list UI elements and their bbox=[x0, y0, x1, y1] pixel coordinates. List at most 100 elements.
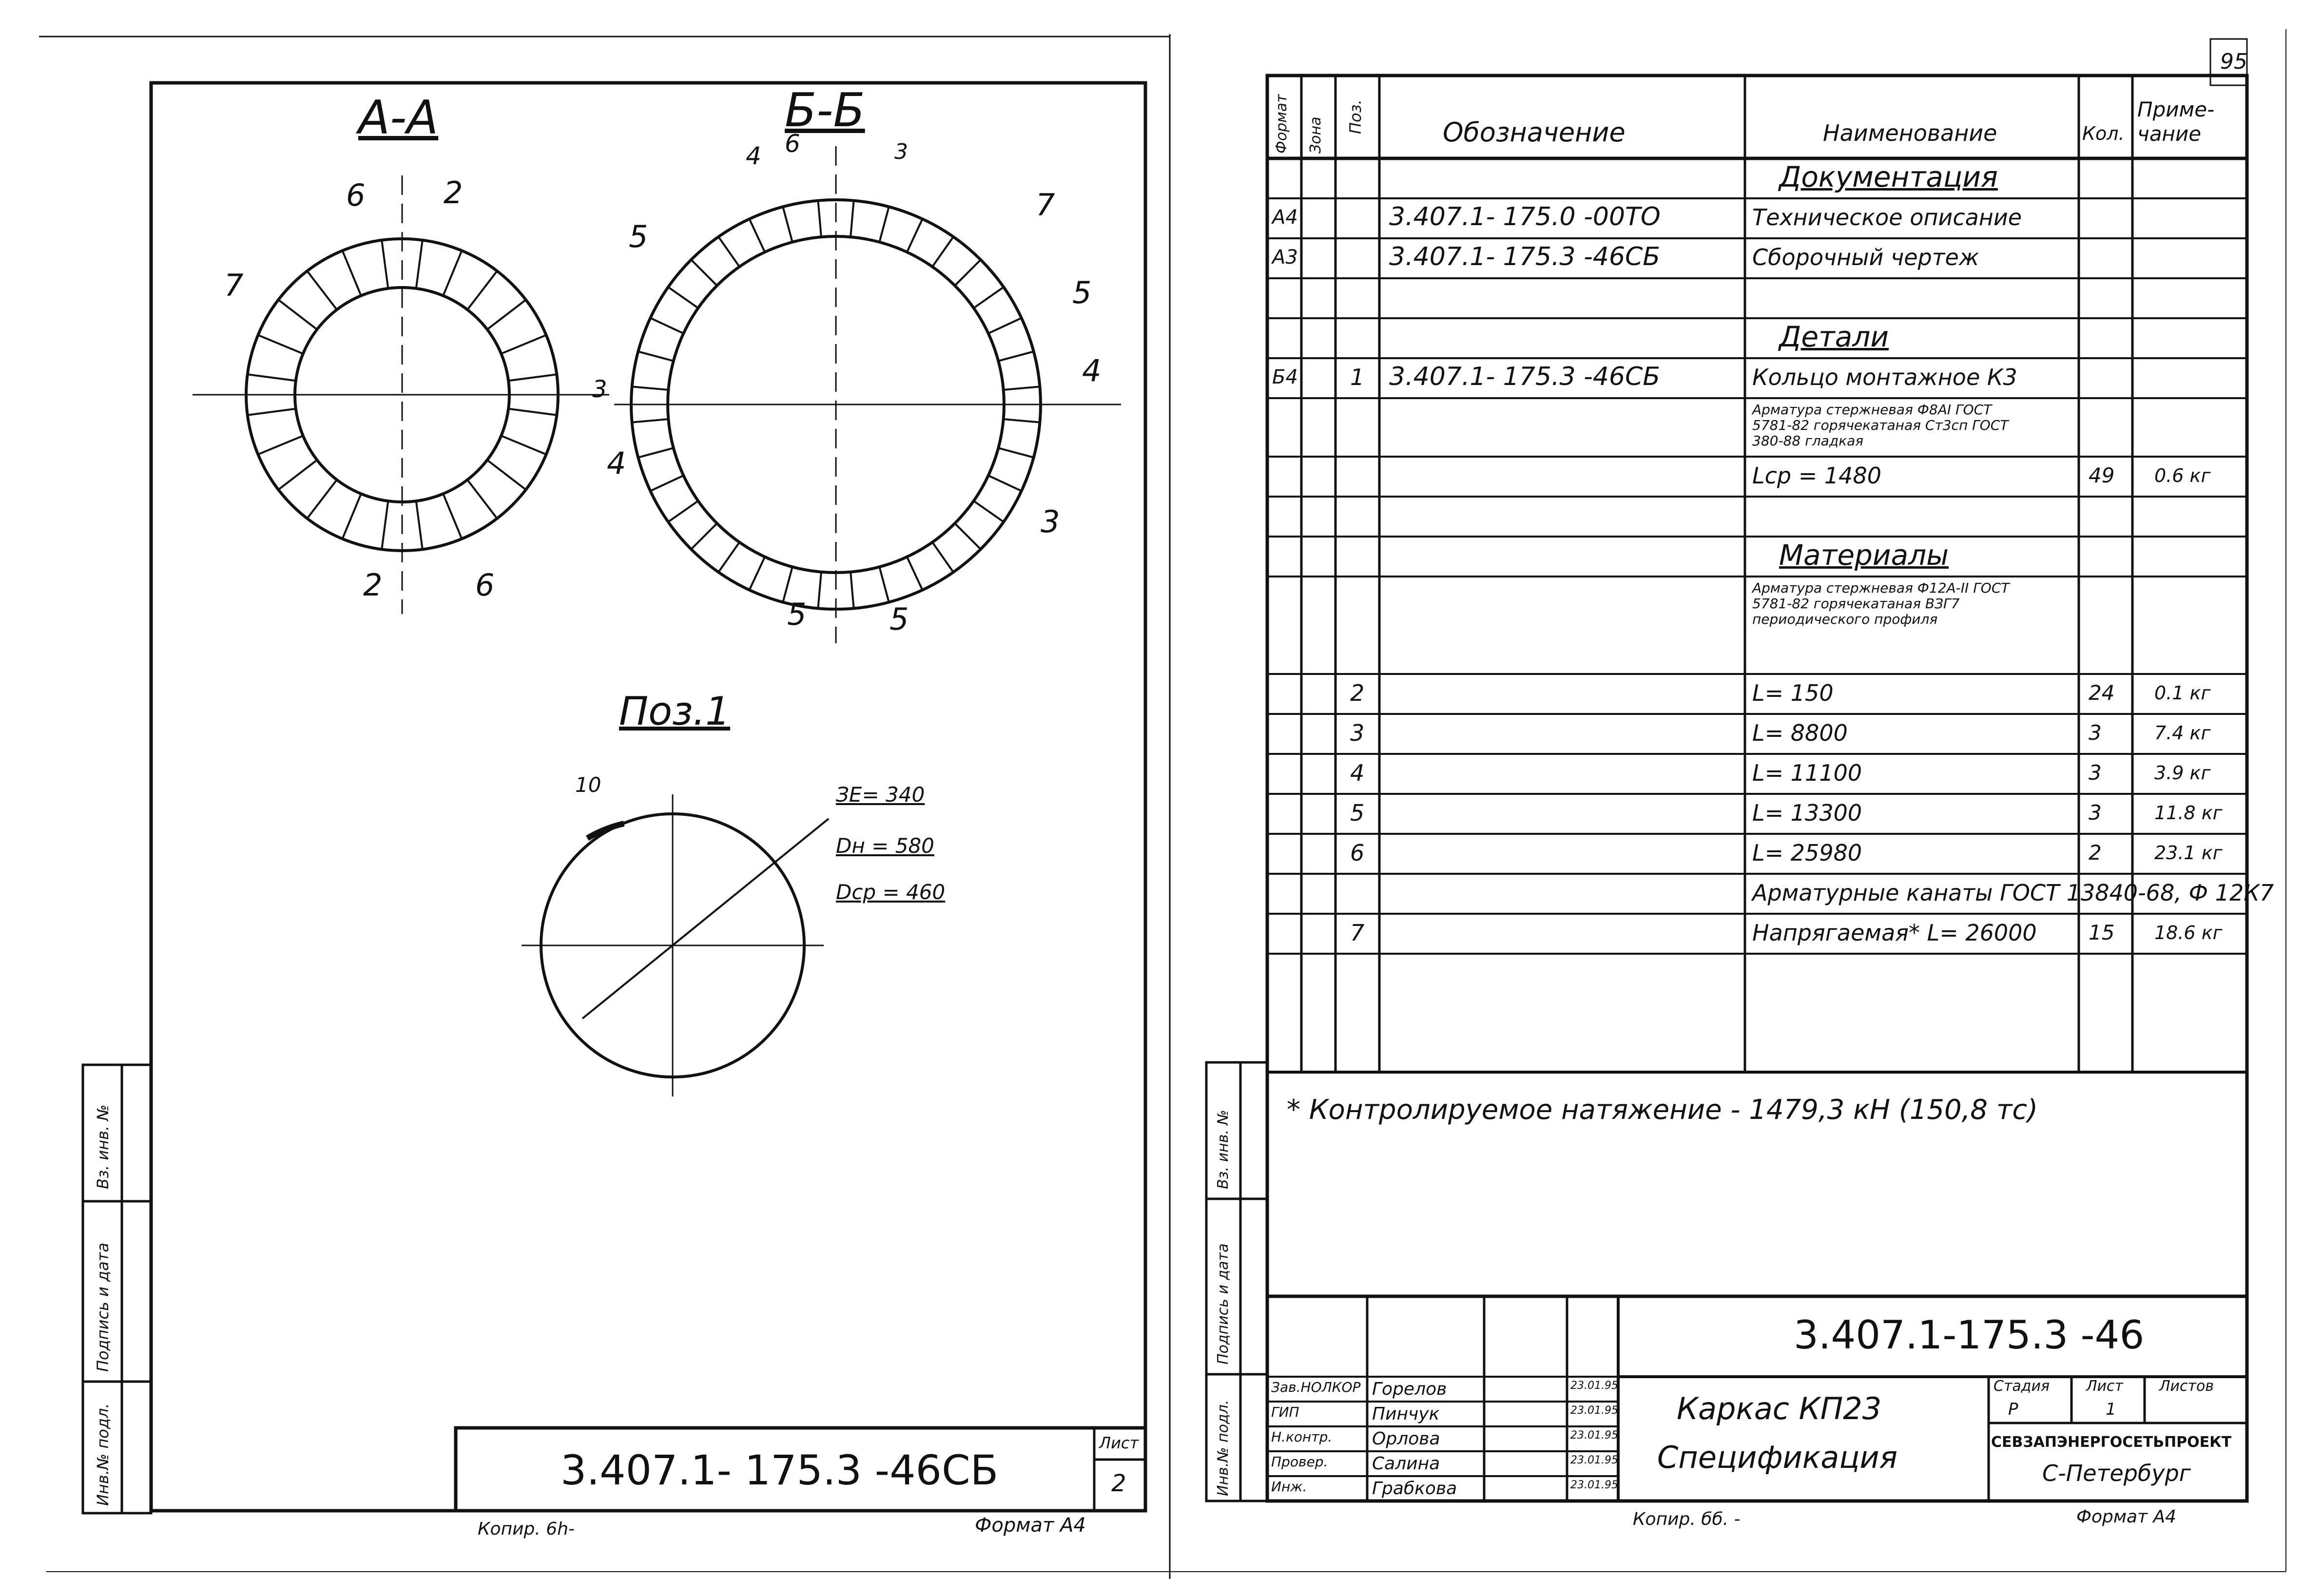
header-format: Формат bbox=[1273, 94, 1290, 154]
sign-date: 23.01.95 bbox=[1570, 1380, 1618, 1392]
sheet-label: Лист bbox=[2086, 1378, 2124, 1395]
cell-name: Сборочный чертеж bbox=[1752, 244, 1979, 270]
signer-name: Грабкова bbox=[1372, 1479, 1457, 1499]
left-format-note: Формат А4 bbox=[975, 1514, 1086, 1537]
ring-tick bbox=[717, 236, 740, 268]
ring-tick bbox=[817, 572, 822, 609]
ring-tick bbox=[690, 259, 718, 287]
cell-pos: 2 bbox=[1350, 679, 1365, 706]
ring-tick bbox=[257, 334, 304, 355]
right-side-vz: Вз. инв. № bbox=[1215, 1110, 1232, 1189]
cell-designation: 3.407.1- 175.0 -00ТО bbox=[1389, 202, 1661, 232]
ring-tick bbox=[277, 299, 318, 330]
cell-pos: 4 bbox=[1350, 759, 1365, 786]
cell-name: L= 150 bbox=[1752, 679, 1834, 706]
cell-qty: 3 bbox=[2089, 760, 2102, 785]
ring-tick bbox=[717, 541, 740, 573]
city-name: С-Петербург bbox=[2042, 1460, 2191, 1486]
ring-tick bbox=[650, 474, 684, 492]
aa-label-7: 7 bbox=[224, 268, 244, 303]
cell-name: Напрягаемая* L= 26000 bbox=[1752, 919, 2037, 946]
ring-tick bbox=[508, 407, 557, 416]
signer-name: Пинчук bbox=[1372, 1404, 1440, 1424]
header-pos: Поз. bbox=[1346, 99, 1365, 134]
aa-label-6-top: 6 bbox=[346, 177, 366, 213]
ring-tick bbox=[381, 500, 389, 550]
cell-name: Документация bbox=[1779, 160, 1998, 194]
ring-tick bbox=[650, 317, 684, 335]
cell-name: Арматура стержневая Ф12А-II ГОСТ 5781-82… bbox=[1752, 580, 2010, 628]
footnote: * Контролируемое натяжение - 1479,3 кН (… bbox=[1287, 1094, 2038, 1126]
left-side-vz: Вз. инв. № bbox=[94, 1104, 112, 1189]
ring-tick bbox=[486, 299, 527, 330]
ring-tick bbox=[632, 418, 669, 423]
cell-name: Материалы bbox=[1779, 538, 1949, 572]
product-sub: Спецификация bbox=[1657, 1440, 1898, 1475]
right-copied-note: Копир. бб. - bbox=[1633, 1509, 1741, 1529]
ring-tick bbox=[501, 435, 547, 456]
cell-note: 18.6 кг bbox=[2154, 922, 2223, 944]
cell-format: Б4 bbox=[1272, 366, 1298, 388]
bb-label-6-top: 6 bbox=[785, 130, 800, 158]
sign-date: 23.01.95 bbox=[1570, 1404, 1618, 1417]
ring-tick bbox=[748, 556, 766, 591]
section-bb-title: Б-Б bbox=[785, 84, 865, 137]
ring-tick bbox=[638, 350, 674, 362]
cell-note: 3.9 кг bbox=[2154, 762, 2211, 784]
signer-name: Салина bbox=[1372, 1454, 1440, 1474]
section-aa-title: А-А bbox=[358, 91, 439, 145]
bb-label-5-bottom-left: 5 bbox=[787, 596, 807, 632]
cell-format: А4 bbox=[1272, 206, 1298, 229]
cell-qty: 24 bbox=[2089, 680, 2115, 705]
ring-tick bbox=[850, 572, 855, 609]
ring-tick bbox=[306, 270, 338, 310]
ring-tick bbox=[632, 385, 669, 391]
cell-name: L= 11100 bbox=[1752, 759, 1862, 786]
left-list-number: 2 bbox=[1111, 1470, 1126, 1497]
sign-date: 23.01.95 bbox=[1570, 1479, 1618, 1491]
cell-name: Техническое описание bbox=[1752, 204, 2022, 231]
ring-tick bbox=[466, 270, 498, 310]
signer-name: Орлова bbox=[1372, 1429, 1440, 1449]
signer-role: ГИП bbox=[1271, 1404, 1299, 1420]
sheet-value: 1 bbox=[2106, 1400, 2116, 1419]
ring-tick bbox=[878, 566, 890, 603]
ring-tick bbox=[973, 500, 1005, 523]
bb-label-7: 7 bbox=[1036, 187, 1055, 223]
bb-label-3-right: 3 bbox=[1041, 504, 1060, 539]
cell-pos: 7 bbox=[1350, 919, 1365, 946]
cell-name: Детали bbox=[1779, 320, 1889, 354]
dim-10: 10 bbox=[575, 773, 601, 797]
header-zone: Зона bbox=[1307, 116, 1324, 154]
ring-tick bbox=[442, 493, 463, 539]
ring-tick bbox=[954, 259, 982, 287]
ring-tick bbox=[257, 435, 304, 456]
left-stamp-code: 3.407.1- 175.3 -46СБ bbox=[561, 1446, 999, 1494]
dim-ze: ЗЕ= 340 bbox=[836, 783, 925, 807]
cell-pos: 6 bbox=[1350, 839, 1365, 866]
ring-tick bbox=[638, 447, 674, 459]
cell-qty: 15 bbox=[2089, 920, 2115, 944]
sheets-label: Листов bbox=[2159, 1378, 2214, 1395]
cell-name: Арматура стержневая Ф8АI ГОСТ 5781-82 го… bbox=[1752, 402, 2009, 449]
cell-note: 7.4 кг bbox=[2154, 722, 2211, 744]
bb-label-5-left-top: 5 bbox=[629, 219, 648, 254]
aa-label-2-top: 2 bbox=[444, 175, 463, 211]
ring-tick bbox=[878, 206, 890, 243]
ring-tick bbox=[277, 459, 318, 491]
right-format-note: Формат А4 bbox=[2076, 1507, 2177, 1527]
cell-qty: 2 bbox=[2089, 840, 2102, 865]
cell-qty: 3 bbox=[2089, 720, 2102, 745]
sign-date: 23.01.95 bbox=[1570, 1454, 1618, 1466]
ring-tick bbox=[501, 334, 547, 355]
ring-tick bbox=[247, 373, 296, 382]
ring-tick bbox=[306, 479, 338, 519]
cell-pos: 5 bbox=[1350, 799, 1365, 826]
header-name: Наименование bbox=[1823, 120, 1997, 146]
cell-note: 0.1 кг bbox=[2154, 682, 2211, 704]
ring-tick bbox=[906, 556, 924, 591]
ring-tick bbox=[850, 200, 855, 237]
ring-tick bbox=[442, 250, 463, 296]
cell-designation: 3.407.1- 175.3 -46СБ bbox=[1389, 362, 1661, 392]
pos1-title: Поз.1 bbox=[619, 689, 730, 734]
